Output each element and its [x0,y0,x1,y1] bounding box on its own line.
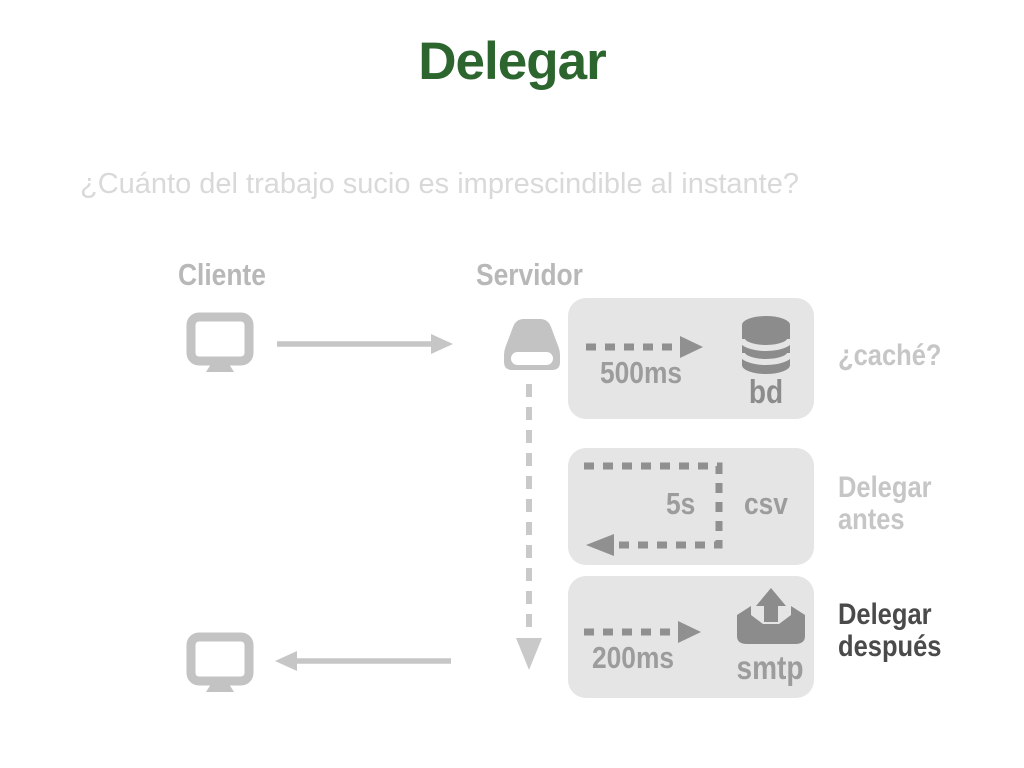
server-disk-drive-icon [504,319,560,370]
request-arrow [277,334,453,354]
db-target-label: bd [748,373,784,410]
outbox-up-arrow-icon [737,588,805,644]
database-icon [739,316,793,374]
smtp-duration-label: 200ms [592,640,675,675]
cache-annotation: ¿caché? [838,339,942,372]
smtp-target-label: smtp [736,649,804,686]
csv-duration-label: 5s [666,486,696,521]
server-timeline-dashed-arrow [516,384,542,670]
client-monitor-icon-bottom [186,632,254,692]
delegate-before-annotation: Delegar antes [838,471,932,536]
csv-roundtrip-dashed-arrow [584,462,723,556]
slide-title: Delegar [418,32,606,91]
server-column-label: Servidor [476,257,583,292]
delegate-after-annotation: Delegar después [838,598,942,663]
db-duration-label: 500ms [600,355,683,390]
task-box-smtp: 200ms smtp [568,576,814,698]
response-arrow [275,651,451,671]
csv-target-label: csv [744,486,788,521]
task-box-db: 500ms bd [568,298,814,419]
db-dashed-arrow [586,336,703,358]
slide-subtitle: ¿Cuánto del trabajo sucio es imprescindi… [80,168,799,200]
task-box-csv: 5s csv [568,448,814,565]
smtp-dashed-arrow [584,621,701,643]
client-monitor-icon [186,312,254,372]
client-column-label: Cliente [178,257,266,292]
